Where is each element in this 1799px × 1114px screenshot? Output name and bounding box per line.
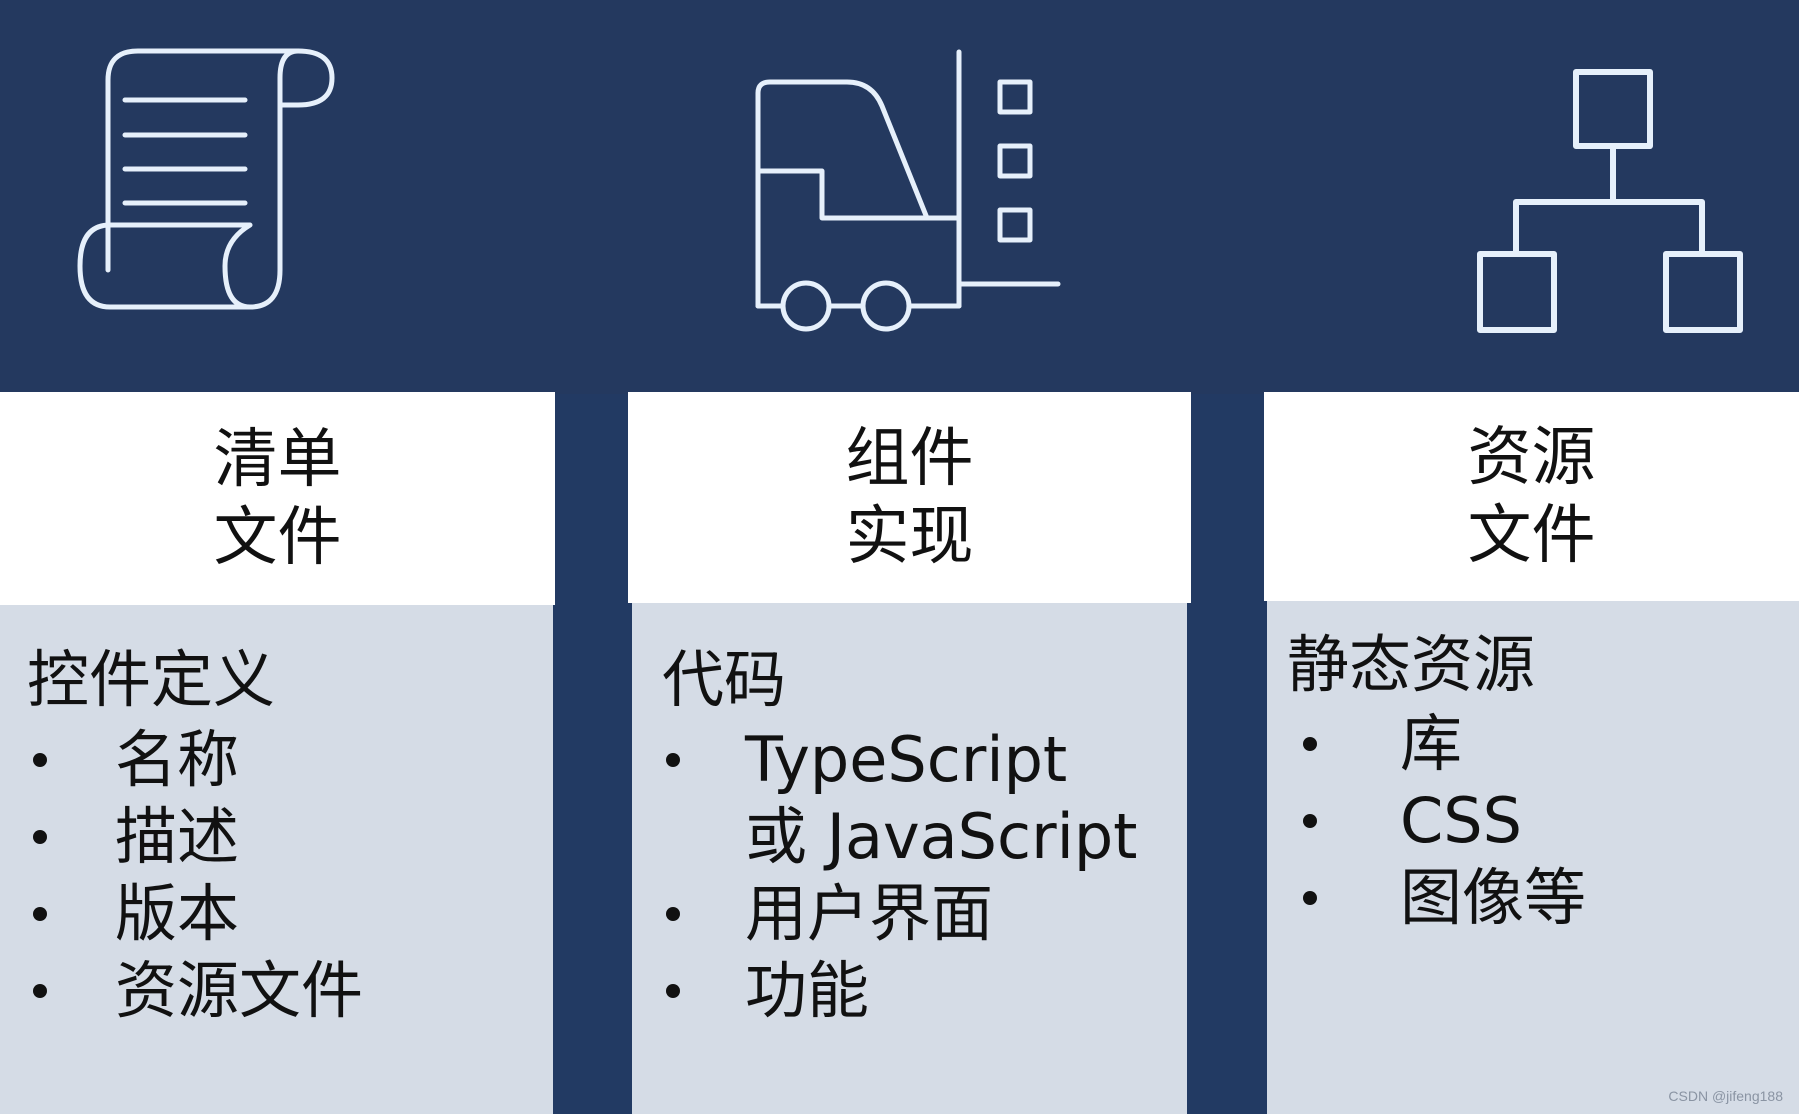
bullet-icon <box>1303 737 1317 751</box>
list-item: 图像等 <box>1267 859 1586 936</box>
bullet-icon <box>1303 891 1317 905</box>
column-resource-files: 资源 文件 静态资源 库 CSS 图像等 <box>1264 392 1799 1114</box>
column-header: 组件 实现 <box>628 392 1191 603</box>
list-item: CSS <box>1267 782 1586 859</box>
column-body: 静态资源 库 CSS 图像等 <box>1267 601 1799 1114</box>
body-title: 静态资源 <box>1287 628 1536 701</box>
column-title: 清单 文件 <box>213 422 342 575</box>
bullet-icon <box>33 830 47 844</box>
list-item: 名称 <box>0 721 363 798</box>
list-item: 用户界面 <box>632 875 1138 952</box>
bullet-icon <box>33 753 47 767</box>
list-item: 版本 <box>0 875 363 952</box>
list-item: 功能 <box>632 952 1138 1029</box>
list-item: 库 <box>1267 705 1586 782</box>
column-component-implementation: 组件 实现 代码 TypeScript 或 JavaScript 用户界面 功能 <box>628 392 1191 1114</box>
column-manifest: 清单 文件 控件定义 名称 描述 版本 资源文件 <box>0 392 555 1114</box>
list-item: TypeScript <box>632 721 1138 798</box>
watermark: CSDN @jifeng188 <box>1668 1088 1783 1104</box>
bullet-icon <box>666 984 680 998</box>
body-title: 控件定义 <box>27 643 276 716</box>
scroll-icon <box>70 45 340 317</box>
forklift-icon <box>752 48 1064 333</box>
item-list: 库 CSS 图像等 <box>1267 705 1586 936</box>
item-list: 名称 描述 版本 资源文件 <box>0 721 363 1029</box>
list-item: 描述 <box>0 798 363 875</box>
hierarchy-icon <box>1476 68 1748 336</box>
column-title: 组件 实现 <box>845 421 974 574</box>
bullet-icon <box>666 753 680 767</box>
bullet-icon <box>666 907 680 921</box>
column-header: 清单 文件 <box>0 392 555 605</box>
bullet-icon <box>33 984 47 998</box>
list-item-continuation: 或 JavaScript <box>745 800 1138 873</box>
column-body: 代码 TypeScript 或 JavaScript 用户界面 功能 <box>632 603 1187 1114</box>
column-header: 资源 文件 <box>1264 392 1799 601</box>
column-title: 资源 文件 <box>1467 420 1596 573</box>
list-item: 资源文件 <box>0 952 363 1029</box>
item-list: TypeScript 或 JavaScript 用户界面 功能 <box>632 721 1138 1029</box>
bullet-icon <box>1303 814 1317 828</box>
bullet-icon <box>33 907 47 921</box>
column-body: 控件定义 名称 描述 版本 资源文件 <box>0 605 553 1114</box>
body-title: 代码 <box>662 643 787 716</box>
